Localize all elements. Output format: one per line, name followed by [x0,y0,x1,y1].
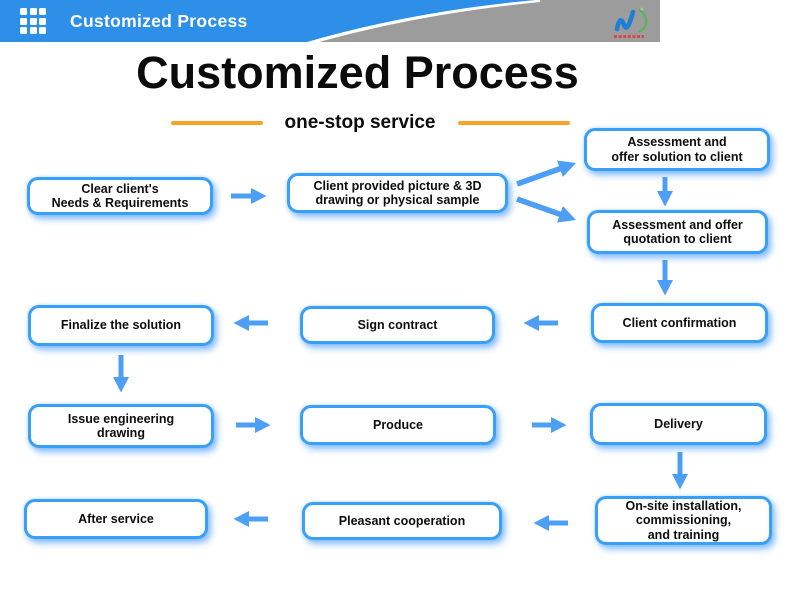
subtitle: one-stop service [0,110,740,136]
flow-step-sign-contract: Sign contract [300,306,495,344]
flow-step-assessment-solution: Assessment and offer solution to client [584,128,770,171]
header-title: Customized Process [70,11,248,31]
subtitle-line-right [457,121,570,125]
header-background [0,0,660,42]
flow-step-pleasant-cooperation: Pleasant cooperation [302,502,502,540]
flow-step-clear-needs: Clear client's Needs & Requirements [27,177,213,215]
flow-step-finalize-solution: Finalize the solution [28,305,214,346]
flow-step-issue-drawing: Issue engineering drawing [28,404,214,448]
grid-icon [20,8,46,34]
subtitle-line-left [170,121,263,125]
page-title: Customized Process [136,47,579,98]
flow-step-assessment-quotation: Assessment and offer quotation to client [587,210,768,254]
flow-step-delivery: Delivery [590,403,767,445]
company-logo [614,7,648,38]
subtitle-text: one-stop service [284,112,436,133]
flow-step-produce: Produce [300,405,496,445]
header-bar: Customized Process [0,0,800,42]
flow-step-client-picture: Client provided picture & 3D drawing or … [287,173,508,213]
flow-step-client-confirmation: Client confirmation [591,303,768,343]
arrow-client-picture-to-assessment-quotation [516,196,576,223]
flow-step-onsite-installation: On-site installation, commissioning, and… [595,496,772,545]
flow-step-after-service: After service [24,499,208,539]
arrow-client-picture-to-assessment-solution [516,160,576,187]
